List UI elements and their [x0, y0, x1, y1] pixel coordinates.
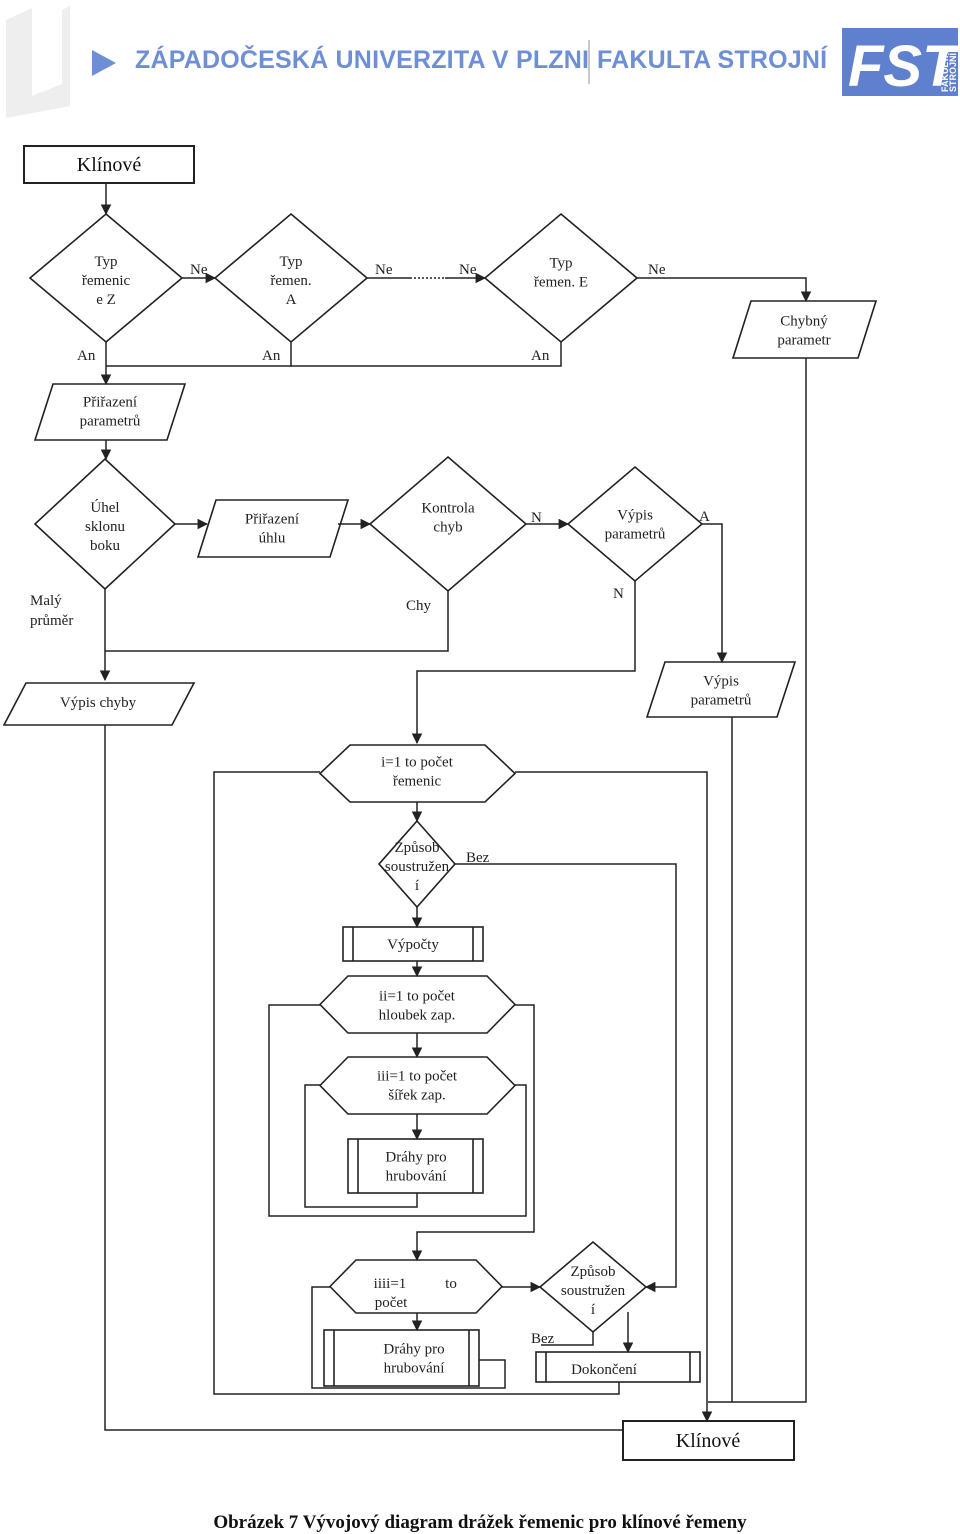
- vypocty-label: Výpočty: [387, 937, 439, 953]
- edge-iiii-loop: [311, 1286, 506, 1389]
- edge-iii-loop: [304, 1084, 418, 1208]
- edge-chyby-to-end: [104, 725, 623, 1431]
- edge-label-bez-2: Bez: [531, 1331, 555, 1347]
- edge-label-chy: Chy: [406, 598, 432, 614]
- end-label: Klínové: [676, 1430, 741, 1452]
- edge-label-an-1: An: [77, 348, 96, 364]
- drahy-2-process: [323, 1329, 480, 1387]
- vypis-chyby-io: [2, 682, 196, 726]
- start-label: Klínové: [77, 154, 142, 176]
- edge-label-an-2: An: [262, 348, 281, 364]
- edge-label-bez-1: Bez: [466, 850, 490, 866]
- header-divider: [588, 40, 590, 84]
- edge-kontrola-down: [105, 591, 449, 652]
- dokonceni-process: [535, 1351, 701, 1383]
- university-name: ZÁPADOČESKÁ UNIVERZITA V PLZNI: [135, 46, 590, 74]
- edge-label-ne-2: Ne: [375, 262, 393, 278]
- edge-i-exit: [515, 771, 713, 1423]
- drahy-1-process: [347, 1138, 484, 1194]
- faculty-name: FAKULTA STROJNÍ: [597, 46, 828, 74]
- edge-label-ne-1: Ne: [190, 262, 208, 278]
- fst-logo-small-2: STROJNÍ: [948, 52, 958, 92]
- loop-iiii-label-3: počet: [375, 1295, 408, 1311]
- vypis-chyby-label: Výpis chyby: [60, 695, 137, 711]
- edge-zpusob2-bez: [541, 1332, 594, 1346]
- edge-label-a-1: A: [699, 509, 710, 525]
- edge-label-an-3: An: [531, 348, 550, 364]
- chybny-parametr-io: [731, 300, 878, 359]
- edge-ii-exit: [411, 1004, 535, 1262]
- edge-ii-loop: [268, 1004, 527, 1217]
- edge-label-ne-3: Ne: [459, 262, 477, 278]
- figure-caption: Obrázek 7 Vývojový diagram drážek řemeni…: [213, 1512, 747, 1533]
- fst-logo: FST FAKULTA STROJNÍ: [842, 28, 958, 96]
- loop-iii-hexagon: [318, 1056, 517, 1115]
- start-terminal: [23, 145, 195, 184]
- loop-ii-hexagon: [318, 975, 517, 1034]
- edge-label-ne-4: Ne: [648, 262, 666, 278]
- dokonceni-label: Dokončení: [571, 1362, 637, 1378]
- edge-e-to-chybny: [637, 277, 812, 303]
- edge-label-n-1: N: [531, 510, 542, 526]
- fst-logo-text: FST: [848, 34, 958, 96]
- edge-zpusob1-bez: [455, 863, 677, 1293]
- edge-label-maly: Malý: [30, 593, 62, 609]
- header-arrow-icon: [92, 50, 116, 76]
- loop-iiii-hexagon: [328, 1259, 504, 1314]
- edge-label-prumer: průměr: [30, 613, 73, 629]
- edge-label-n-2: N: [613, 586, 624, 602]
- vypis-parametru-io: [645, 661, 797, 718]
- edge-i-loop: [213, 771, 620, 1395]
- edge-chybny-to-end: [732, 358, 807, 1403]
- edge-vypispar-to-end: [708, 717, 733, 1403]
- loop-i-hexagon: [318, 744, 517, 803]
- edge-e-to-join: [291, 342, 562, 367]
- loop-iiii-label-1: iiii=1: [374, 1276, 407, 1292]
- edge-vypis-to-vypisio: [702, 523, 728, 664]
- decision-vypis-parametru: [566, 465, 704, 583]
- prirazeni-uhlu-io: [196, 499, 350, 558]
- university-logo-mark: [6, 6, 70, 118]
- loop-iiii-label-2: to: [445, 1276, 457, 1292]
- fst-logo-small-1: FAKULTA: [940, 51, 950, 92]
- edge-vypis-n-down: [411, 581, 636, 745]
- prirazeni-parametru-io: [33, 383, 187, 441]
- page-header: ZÁPADOČESKÁ UNIVERZITA V PLZNI FAKULTA S…: [0, 0, 960, 125]
